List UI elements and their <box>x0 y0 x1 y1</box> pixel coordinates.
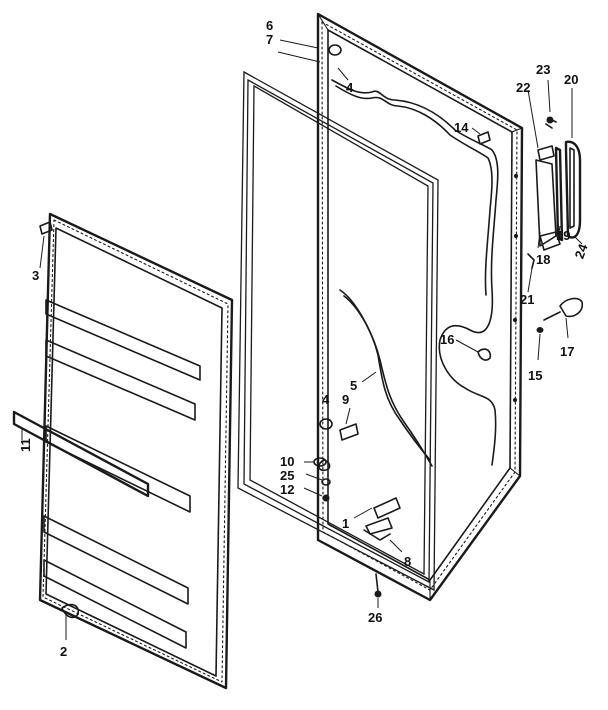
hinge-hardware <box>527 116 584 333</box>
callout-15: 15 <box>528 368 542 383</box>
callout-2: 2 <box>60 644 67 659</box>
callout-10: 10 <box>280 454 294 469</box>
callout-20: 20 <box>564 72 578 87</box>
callout-21: 21 <box>520 292 534 307</box>
callout-3: 3 <box>32 268 39 283</box>
door-panel-rear <box>316 12 524 602</box>
callout-24: 24 <box>572 241 591 260</box>
leader-lines <box>21 39 583 640</box>
callout-18: 18 <box>536 252 550 267</box>
door-gasket <box>237 70 439 592</box>
callout-11: 11 <box>18 438 33 452</box>
callout-25: 25 <box>280 468 294 483</box>
callout-17: 17 <box>560 344 574 359</box>
callout-22: 22 <box>516 80 530 95</box>
callout-9: 9 <box>342 392 349 407</box>
callout-5: 5 <box>350 378 357 393</box>
callout-12: 12 <box>280 482 294 497</box>
callout-1: 1 <box>342 516 349 531</box>
callout-26: 26 <box>368 610 382 625</box>
callout-19: 19 <box>556 228 570 243</box>
callout-4-lower: 4 <box>322 392 330 407</box>
callout-4-top: 4 <box>346 80 354 95</box>
callout-16: 16 <box>440 332 454 347</box>
callout-23: 23 <box>536 62 550 77</box>
callout-14: 14 <box>454 120 469 135</box>
callout-labels: 6 7 4 14 23 20 22 19 18 24 21 17 15 16 5… <box>18 18 591 659</box>
callout-8: 8 <box>404 554 411 569</box>
callout-7: 7 <box>266 32 273 47</box>
door-liner-front <box>12 212 234 690</box>
callout-6: 6 <box>266 18 273 33</box>
lower-hinge-parts <box>313 457 401 598</box>
